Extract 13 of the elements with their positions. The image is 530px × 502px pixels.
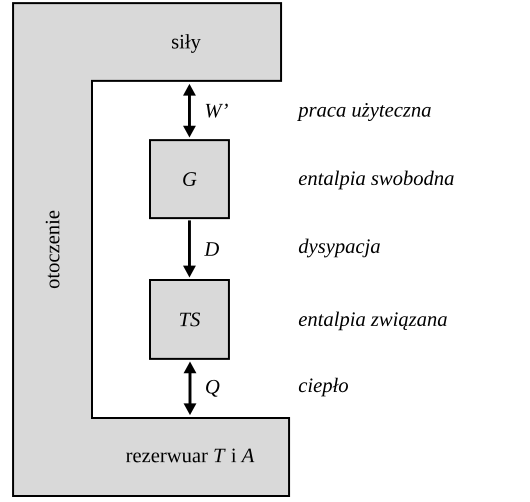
description-label: praca użyteczna	[297, 102, 431, 122]
description-label: entalpia związana	[298, 312, 447, 330]
edge-label: Q	[206, 380, 220, 397]
edge-label: W’	[206, 104, 228, 118]
panel-label: otoczenie	[46, 210, 60, 288]
description-label: dysypacja	[298, 238, 380, 258]
edge-label: D	[204, 242, 219, 256]
panel-label: siły	[172, 34, 201, 53]
description-label: entalpia swobodna	[298, 170, 454, 190]
panel-label: rezerwuar T i A	[126, 448, 254, 462]
description-label: ciepło	[298, 378, 348, 396]
process-box: TS	[149, 279, 230, 360]
process-box: G	[149, 139, 230, 220]
